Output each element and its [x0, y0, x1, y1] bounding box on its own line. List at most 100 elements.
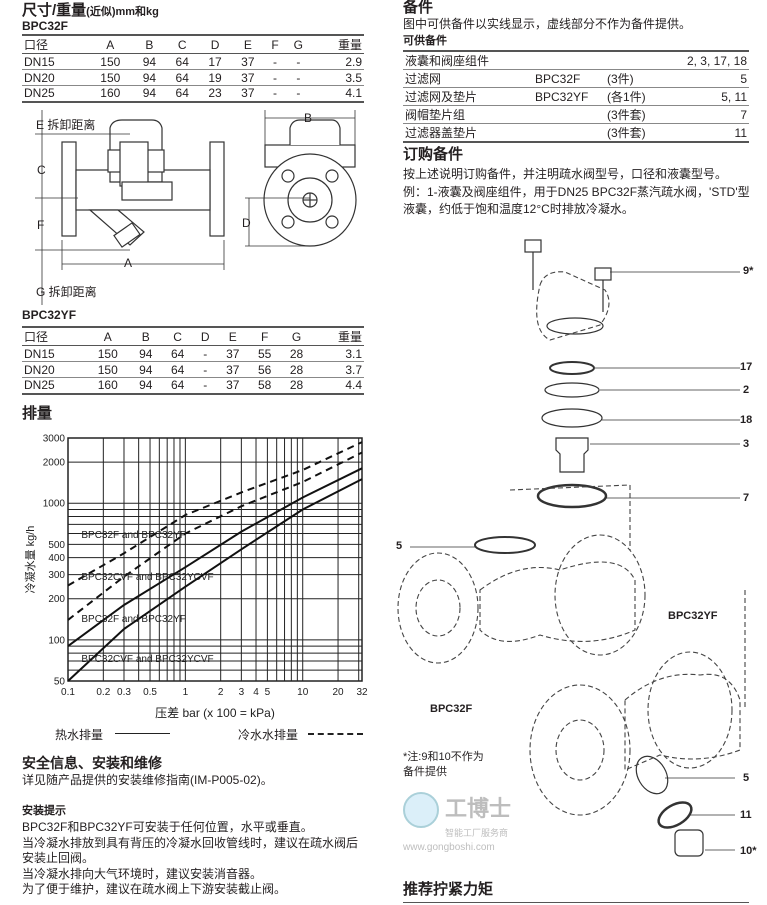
column-header: 重量 — [337, 38, 362, 52]
watermark-logo: 工博士 智能工厂服务商 www.gongboshi.com — [403, 792, 538, 858]
table-cell: 28 — [289, 362, 304, 377]
table-cell: 3.7 — [345, 362, 362, 377]
table-cell: 160 — [100, 86, 121, 101]
x-tick-label: 3 — [239, 687, 245, 698]
callout-11: 11 — [740, 809, 752, 821]
y-tick-label: 300 — [48, 570, 65, 581]
watermark-url: www.gongboshi.com — [403, 842, 495, 853]
spares-cell: 5, 11 — [721, 89, 747, 104]
spares-cell: 过滤器盖垫片 — [405, 126, 478, 140]
table-cell: 64 — [170, 378, 185, 393]
column-header: A — [103, 329, 112, 344]
y-axis-label: 冷凝水量 kg/h — [23, 526, 37, 594]
y-tick-label: 3000 — [43, 434, 66, 445]
x-tick-label: 2 — [218, 687, 224, 698]
strainer-5 — [635, 755, 669, 795]
e-removal-label: E 拆卸距离 — [36, 118, 96, 132]
bpc32yf-label: BPC32YF — [668, 610, 718, 622]
spares-cell: (3件套) — [607, 126, 646, 140]
spares-subtitle: 可供备件 — [403, 35, 447, 47]
callout-17: 17 — [740, 361, 753, 373]
watermark-sub: 智能工厂服务商 — [445, 828, 509, 838]
table-cell: 37 — [241, 70, 255, 85]
ordering-title: 订购备件 — [403, 146, 464, 163]
safety-title: 安全信息、安装和维修 — [22, 755, 162, 771]
gasket-7 — [536, 483, 608, 509]
column-header: D — [200, 329, 210, 344]
bolt-icon — [524, 239, 542, 253]
table-cell: - — [203, 362, 208, 377]
series-line — [67, 478, 363, 682]
table-cell: 64 — [175, 86, 189, 101]
table-cell: 94 — [142, 70, 157, 85]
spares-cell: 5 — [740, 71, 747, 86]
dim-d-label: D — [242, 216, 251, 230]
callout-5: 5 — [743, 772, 750, 784]
spares-cell: 11 — [734, 125, 747, 140]
y-tick-label: 50 — [54, 677, 66, 688]
cold-water-legend: 冷水水排量 — [238, 728, 299, 742]
x-tick-label: 4 — [253, 687, 259, 698]
table-cell: 64 — [175, 70, 189, 85]
table-cell: DN25 — [24, 86, 55, 101]
bpc32f-label: BPC32F — [430, 703, 473, 715]
spares-cell: BPC32YF — [535, 89, 589, 104]
plot-frame — [67, 437, 363, 682]
spares-cell: BPC32F — [535, 71, 581, 86]
column-header: C — [177, 37, 187, 52]
table-cell: 94 — [142, 54, 157, 69]
y-tick-label: 100 — [48, 635, 65, 646]
spares-cell: 过滤网 — [405, 72, 442, 86]
table-cell: - — [296, 54, 301, 69]
y-tick-label: 200 — [48, 594, 65, 605]
watermark-mascot-icon — [403, 792, 439, 828]
exploded-parts-diagram — [397, 239, 746, 857]
spares-cell: (各1件) — [607, 90, 646, 104]
table-cell: DN15 — [24, 346, 55, 361]
table-cell: 19 — [208, 70, 222, 85]
x-tick-label: 0.1 — [61, 687, 75, 698]
table-cell: - — [296, 70, 301, 85]
table-cell: 94 — [139, 362, 153, 377]
x-tick-label: 0.3 — [117, 687, 131, 698]
x-tick-label: 10 — [297, 687, 309, 698]
cap-10 — [674, 829, 704, 857]
bpc32yf-model: BPC32YF — [22, 308, 77, 322]
series-line — [67, 467, 363, 647]
table-cell: 37 — [226, 378, 240, 393]
series-label: BPC32F and BPC32YF — [81, 530, 186, 541]
tip: 当冷凝水排放到具有背压的冷凝水回收管线时，建议在疏水阀后 — [22, 835, 359, 850]
column-header: 重量 — [337, 330, 362, 344]
hot-legend-line — [115, 733, 170, 734]
table-cell: 150 — [97, 362, 118, 377]
hot-water-legend: 热水排量 — [55, 728, 104, 742]
spares-cell: 7 — [740, 107, 747, 122]
column-header: B — [145, 37, 154, 52]
spares-cell: 阀帽垫片组 — [405, 108, 466, 122]
cold-legend-line — [308, 733, 363, 735]
table-cell: 37 — [241, 86, 255, 101]
watermark-text: 工博士 — [445, 796, 512, 821]
g-removal-label: G 拆卸距离 — [36, 285, 97, 299]
tip: 安装止回阀。 — [22, 851, 95, 865]
tip: 当冷凝水排向大气环境时，建议安装消音器。 — [22, 866, 263, 881]
callout-10: 10* — [740, 845, 757, 857]
y-tick-label: 1000 — [43, 499, 66, 510]
column-header: A — [106, 37, 115, 52]
column-header: F — [260, 329, 269, 344]
table-cell: 37 — [226, 346, 240, 361]
x-tick-label: 1 — [183, 687, 189, 698]
dim-c-label: C — [37, 163, 46, 177]
x-tick-label: 0.5 — [143, 687, 157, 698]
table-cell: DN20 — [24, 70, 55, 85]
y-tick-label: 2000 — [43, 458, 66, 469]
